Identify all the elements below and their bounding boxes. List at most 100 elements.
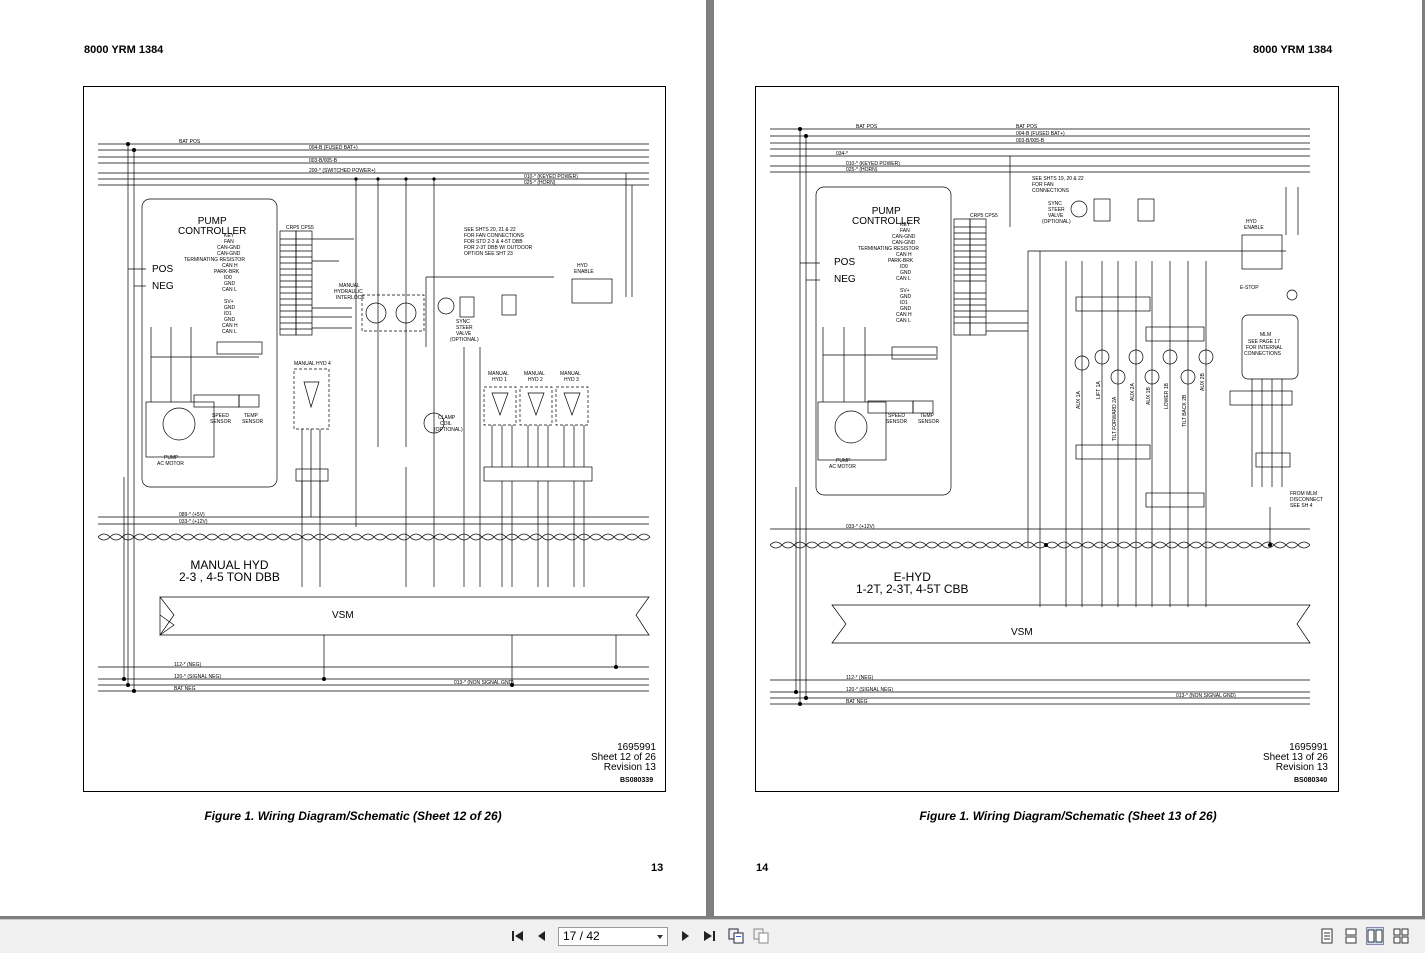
neg-label: NEG xyxy=(834,274,856,285)
svg-text:STEER: STEER xyxy=(1048,207,1065,213)
svg-text:TERMINATING RESISTOR: TERMINATING RESISTOR xyxy=(184,257,245,263)
svg-text:025-* (HORN): 025-* (HORN) xyxy=(846,167,878,173)
svg-text:SEE PAGE 17: SEE PAGE 17 xyxy=(1248,339,1280,345)
svg-text:BAT POS: BAT POS xyxy=(1016,124,1038,130)
page-number-value: 17 / 42 xyxy=(563,929,600,943)
neg-label: NEG xyxy=(152,281,174,292)
svg-text:112-* (NEG): 112-* (NEG) xyxy=(846,675,873,681)
svg-text:CRP5 CPS5: CRP5 CPS5 xyxy=(286,225,314,231)
svg-text:CONNECTIONS: CONNECTIONS xyxy=(1032,188,1070,194)
svg-text:LIFT 1A: LIFT 1A xyxy=(1096,381,1102,399)
controller-label-line-2: CONTROLLER xyxy=(852,216,921,227)
svg-text:HYD 3: HYD 3 xyxy=(564,377,579,383)
svg-text:010-* (KEYED POWER): 010-* (KEYED POWER) xyxy=(524,174,578,180)
svg-text:GND: GND xyxy=(900,270,912,276)
svg-text:TEMP: TEMP xyxy=(920,413,935,419)
svg-text:CAN H: CAN H xyxy=(222,323,238,329)
svg-text:034-*: 034-* xyxy=(836,151,848,157)
svg-text:FOR INTERNAL: FOR INTERNAL xyxy=(1246,345,1283,351)
svg-text:CAN H: CAN H xyxy=(222,263,238,269)
svg-text:BAT NEG: BAT NEG xyxy=(846,699,868,705)
svg-text:(OPTIONAL): (OPTIONAL) xyxy=(450,337,479,343)
svg-text:013-* (NON SIGNAL GND): 013-* (NON SIGNAL GND) xyxy=(1176,693,1236,699)
continuous-icon[interactable] xyxy=(1342,927,1360,945)
svg-text:INTERLOCK: INTERLOCK xyxy=(336,295,365,301)
svg-text:CAN H: CAN H xyxy=(896,252,912,258)
svg-text:LOWER 1B: LOWER 1B xyxy=(1164,382,1170,409)
controller-label: PUMP CONTROLLER xyxy=(852,207,920,227)
svg-text:COIL: COIL xyxy=(440,421,452,427)
svg-text:(OPTIONAL): (OPTIONAL) xyxy=(434,427,463,433)
svg-text:SEE SHTS 19, 20 & 22: SEE SHTS 19, 20 & 22 xyxy=(1032,176,1084,182)
svg-text:STEER: STEER xyxy=(456,325,473,331)
svg-text:SYNC: SYNC xyxy=(456,319,470,325)
svg-text:004-B (FUSED BAT+): 004-B (FUSED BAT+) xyxy=(1016,131,1065,137)
svg-text:010-* (KEYED POWER): 010-* (KEYED POWER) xyxy=(846,161,900,167)
svg-text:GND: GND xyxy=(224,281,236,287)
svg-text:ID1: ID1 xyxy=(224,311,232,317)
svg-text:ID1: ID1 xyxy=(900,300,908,306)
sheet-info: 1695991 Sheet 13 of 26 Revision 13 xyxy=(1256,743,1328,773)
page-number-select[interactable]: 17 / 42 xyxy=(558,927,668,946)
svg-text:SEE SHTS 20, 21 & 22: SEE SHTS 20, 21 & 22 xyxy=(464,227,516,233)
vsm-label: VSM xyxy=(332,610,354,621)
vsm-label: VSM xyxy=(1011,627,1033,638)
two-page-continuous-icon[interactable] xyxy=(1392,927,1410,945)
schematic-frame: BAT POS 004-B (FUSED BAT+) 003-B/005-B 2… xyxy=(83,86,666,792)
chevron-down-icon xyxy=(657,935,663,939)
controller-label-line-1: PUMP xyxy=(871,206,901,217)
svg-text:200-* (SWITCHED POWER+): 200-* (SWITCHED POWER+) xyxy=(309,168,376,174)
svg-text:HYDRAULIC: HYDRAULIC xyxy=(334,289,363,295)
svg-text:SPEED: SPEED xyxy=(888,413,905,419)
next-page-icon[interactable] xyxy=(676,927,694,945)
svg-text:112-* (NEG): 112-* (NEG) xyxy=(174,662,201,668)
select-icon[interactable] xyxy=(752,927,770,945)
svg-text:MANUAL: MANUAL xyxy=(488,371,509,377)
first-page-icon[interactable] xyxy=(509,927,527,945)
figure-caption: Figure 1. Wiring Diagram/Schematic (Shee… xyxy=(204,809,502,823)
svg-text:FOR STD 2-3 & 4-5T DBB: FOR STD 2-3 & 4-5T DBB xyxy=(464,239,523,245)
svg-text:033-* (+12V): 033-* (+12V) xyxy=(179,519,208,525)
svg-text:AC MOTOR: AC MOTOR xyxy=(829,464,856,470)
svg-text:VALVE: VALVE xyxy=(456,331,472,337)
svg-text:CRP5 CPS5: CRP5 CPS5 xyxy=(970,213,998,219)
svg-text:CONNECTIONS: CONNECTIONS xyxy=(1244,351,1282,357)
svg-text:CAN L: CAN L xyxy=(896,318,911,324)
svg-text:GND: GND xyxy=(900,294,912,300)
drawing-code: BS080339 xyxy=(620,777,654,784)
svg-text:MANUAL: MANUAL xyxy=(560,371,581,377)
page-number: 13 xyxy=(651,862,664,874)
svg-text:MLM: MLM xyxy=(1260,332,1271,338)
previous-page-icon[interactable] xyxy=(533,927,551,945)
sheet-info: 1695991 Sheet 12 of 26 Revision 13 xyxy=(584,743,656,773)
svg-text:ID0: ID0 xyxy=(224,275,232,281)
svg-text:TERMINATING RESISTOR: TERMINATING RESISTOR xyxy=(858,246,919,252)
wiring-schematic: BAT POS 004-B (FUSED BAT+) 003-B/005-B 2… xyxy=(97,139,651,693)
svg-text:HYD: HYD xyxy=(1246,219,1257,225)
bus-label: BAT POS xyxy=(179,139,201,145)
sheet-number: Sheet 13 of 26 xyxy=(1262,752,1328,763)
svg-text:FOR FAN: FOR FAN xyxy=(1032,182,1054,188)
single-page-icon[interactable] xyxy=(1318,927,1336,945)
svg-text:FROM MLM: FROM MLM xyxy=(1290,491,1317,497)
two-page-icon[interactable] xyxy=(1366,927,1384,945)
document-id: 8000 YRM 1384 xyxy=(84,44,164,56)
svg-text:ENABLE: ENABLE xyxy=(574,269,594,275)
svg-text:CAN-GND: CAN-GND xyxy=(892,234,916,240)
svg-text:AUX 1B: AUX 1B xyxy=(1146,387,1152,405)
copy-icon[interactable] xyxy=(727,927,745,945)
svg-text:TEMP: TEMP xyxy=(244,413,259,419)
part-number: 1695991 xyxy=(1289,742,1328,753)
svg-text:MANUAL HYD 4: MANUAL HYD 4 xyxy=(294,361,331,367)
drawing-title-line-2: 1-2T, 2-3T, 4-5T CBB xyxy=(856,582,969,596)
svg-text:120-* (SIGNAL NEG): 120-* (SIGNAL NEG) xyxy=(174,674,221,680)
last-page-icon[interactable] xyxy=(700,927,718,945)
svg-text:BAT NEG: BAT NEG xyxy=(174,686,196,692)
svg-text:HYD 2: HYD 2 xyxy=(528,377,543,383)
svg-text:AUX 1A: AUX 1A xyxy=(1076,391,1082,409)
svg-text:MANUAL: MANUAL xyxy=(524,371,545,377)
svg-text:VALVE: VALVE xyxy=(1048,213,1064,219)
svg-text:HYD 1: HYD 1 xyxy=(492,377,507,383)
svg-text:HYD: HYD xyxy=(577,263,588,269)
document-id: 8000 YRM 1384 xyxy=(1253,44,1333,56)
